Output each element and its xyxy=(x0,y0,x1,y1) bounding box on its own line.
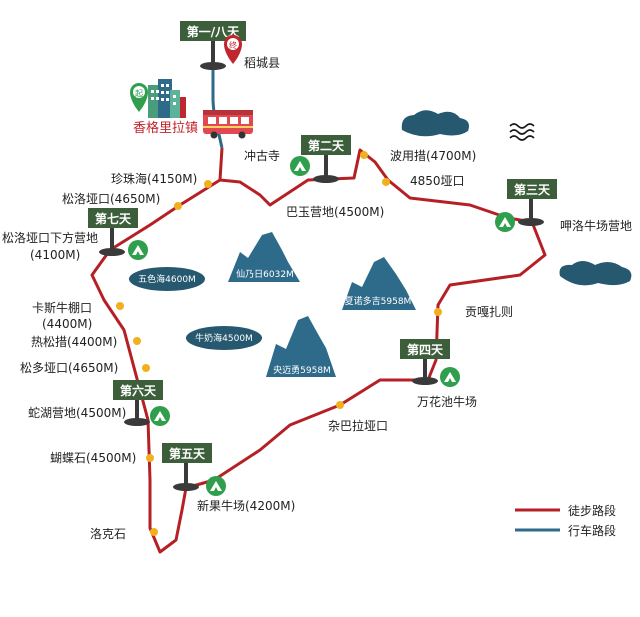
place-songduo: 松多垭口(4650M) xyxy=(20,361,118,375)
waypoint-gonggazhaze xyxy=(434,308,442,316)
lake-wuse-label: 五色海4600M xyxy=(138,273,196,285)
flag-label: 第四天 xyxy=(407,342,444,357)
town-buildings-icon xyxy=(148,79,186,118)
lake-niunai-label: 牛奶海4500M xyxy=(195,332,253,344)
waypoint-zabala xyxy=(336,401,344,409)
flag-label: 第二天 xyxy=(308,138,345,153)
start-marker-icon: 起 xyxy=(130,83,148,112)
mountain-xianuoduoji-shape xyxy=(342,257,416,310)
waypoint-kasi xyxy=(116,302,124,310)
waypoints xyxy=(116,151,442,536)
place-wanhuachi: 万花池牛场 xyxy=(417,394,477,409)
waypoint-resongcuo xyxy=(133,337,141,345)
place-chonggusi: 冲古寺 xyxy=(244,148,280,163)
waypoint-boyongcuo xyxy=(360,151,368,159)
place-xinguo: 新果牛场(4200M) xyxy=(197,498,295,513)
flag-label: 第三天 xyxy=(514,182,551,197)
legend-trek-label: 徒步路段 xyxy=(568,503,616,518)
mountain-yangmaiyong-shape xyxy=(266,316,336,377)
place-luokeshi: 洛克石 xyxy=(90,526,126,541)
legend-drive-label: 行车路段 xyxy=(568,523,616,538)
tent-icon-day3 xyxy=(495,212,515,232)
start-marker-label: 起 xyxy=(135,89,143,98)
flag-day6: 第六天 xyxy=(113,380,163,426)
place-zabala: 杂巴拉垭口 xyxy=(328,418,388,433)
waypoint-songluoyakou xyxy=(174,202,182,210)
place-songluo-lower: 松洛垭口下方营地 xyxy=(2,230,98,245)
lake-niunai-shape xyxy=(186,326,262,350)
tent-icon-day4 xyxy=(440,367,460,387)
mountain-xiannairi-label: 仙乃日6032M xyxy=(236,268,294,280)
lake-wuse-shape xyxy=(129,267,205,291)
flag-day4: 第四天 xyxy=(400,339,450,385)
cloud-lake-shape xyxy=(401,110,469,137)
legend: 徒步路段 行车路段 xyxy=(515,503,616,538)
tent-icon-day6 xyxy=(150,406,170,426)
mountain-xianuoduoji-label: 夏诺多吉5958M xyxy=(345,295,412,307)
tent-icon-day2 xyxy=(290,156,310,176)
end-marker-icon: 终 xyxy=(224,35,242,64)
place-boyongcuo: 波用措(4700M) xyxy=(390,149,476,163)
place-haluo: 呷洛牛场营地 xyxy=(560,218,632,233)
tent-icon-day5 xyxy=(206,476,226,496)
place-daocheng: 稻城县 xyxy=(244,56,280,70)
waypoint-hudie xyxy=(146,454,154,462)
cloud-lake-shape xyxy=(559,261,632,286)
mountain-yangmaiyong-label: 央迈勇5958M xyxy=(273,364,331,376)
place-xianggelila: 香格里拉镇 xyxy=(133,120,198,136)
flag-label: 第七天 xyxy=(95,211,132,226)
mountain-xiannairi-shape xyxy=(228,232,300,282)
tent-icon-day7 xyxy=(128,240,148,260)
waypoint-songduo xyxy=(142,364,150,372)
place-resongcuo: 热松措(4400M) xyxy=(31,335,117,349)
flag-day5: 第五天 xyxy=(162,443,212,491)
place-songluo-lower-alt: (4100M) xyxy=(30,248,80,262)
waypoint-4850 xyxy=(382,178,390,186)
place-kasi: 卡斯牛棚口 xyxy=(32,300,92,315)
bus-icon xyxy=(203,110,253,139)
place-4850: 4850垭口 xyxy=(410,174,465,188)
end-marker-label: 终 xyxy=(229,40,237,50)
place-songluoyakou: 松洛垭口(4650M) xyxy=(62,191,160,206)
place-shehu: 蛇湖营地(4500M) xyxy=(28,405,126,420)
waypoint-zhenzhuhai xyxy=(204,180,212,188)
place-zhenzhuhai: 珍珠海(4150M) xyxy=(111,171,197,186)
place-gonggazhaze: 贡嘎扎则 xyxy=(465,305,513,319)
flag-day3: 第三天 xyxy=(507,179,557,226)
flag-label: 第一/八天 xyxy=(187,24,240,39)
flag-label: 第五天 xyxy=(169,446,206,461)
waypoint-luokeshi xyxy=(150,528,158,536)
trek-route-line xyxy=(90,147,547,554)
place-hudie: 蝴蝶石(4500M) xyxy=(50,450,136,465)
flag-day2: 第二天 xyxy=(301,135,351,183)
flag-day7: 第七天 xyxy=(88,208,138,256)
place-bayu: 巴玉营地(4500M) xyxy=(286,205,384,219)
flag-label: 第六天 xyxy=(120,383,157,398)
wave-icon xyxy=(509,123,535,141)
place-kasi-alt: (4400M) xyxy=(42,317,92,331)
